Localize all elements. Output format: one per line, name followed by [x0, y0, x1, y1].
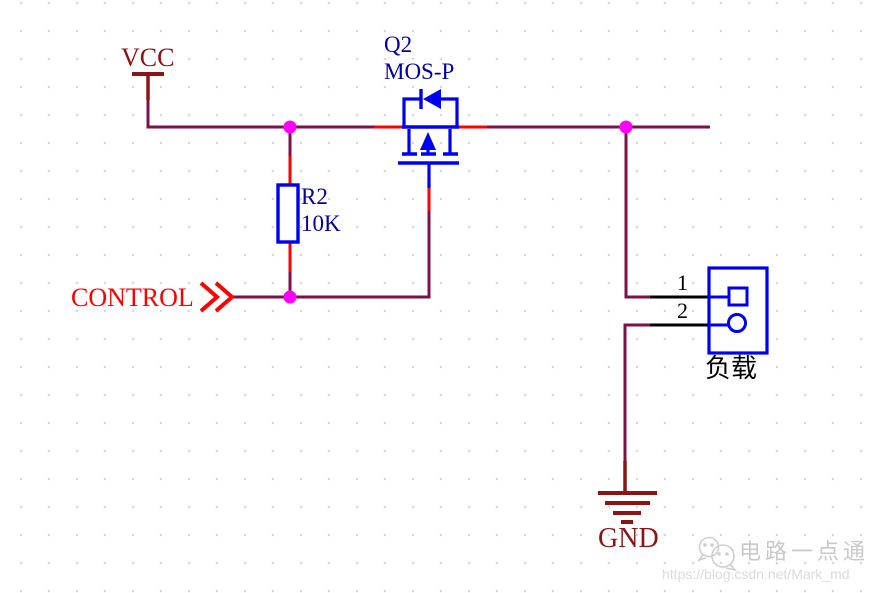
mosfet-part-label: MOS-P: [384, 59, 455, 84]
resistor-designator: R2: [301, 184, 328, 209]
mosfet-q2-symbol: [398, 89, 459, 188]
control-port-label: CONTROL: [71, 283, 194, 312]
vcc-label: VCC: [121, 43, 175, 72]
gnd-power-symbol-icon: [598, 461, 657, 524]
body-diode-arrow-icon: [423, 89, 441, 109]
watermark-brand: 电路一点通: [739, 539, 870, 564]
connector-pin2-number: 2: [677, 298, 688, 323]
load-connector-symbol: [707, 266, 769, 355]
junction-dots: [283, 120, 633, 304]
mosfet-designator: Q2: [384, 32, 413, 57]
load-connector-label: 负载: [705, 353, 758, 383]
connector-pin2-circle-icon: [727, 313, 747, 333]
connector-pin1-square-icon: [727, 286, 749, 307]
control-port-chevron-icon: [199, 281, 236, 313]
wire-net: [146, 99, 710, 463]
component-pins: [288, 125, 487, 272]
wechat-icon: [696, 536, 738, 572]
resistor-r2-symbol: [276, 183, 300, 244]
watermark-url: https://blog.csdn.net/Mark_md: [662, 566, 850, 582]
gnd-label: GND: [598, 523, 659, 554]
resistor-value: 10K: [301, 211, 341, 236]
vcc-power-symbol-icon: [132, 72, 164, 100]
bulk-arrow-icon: [420, 132, 436, 150]
connector-pin-stubs: [650, 295, 709, 327]
connector-pin1-number: 1: [677, 270, 688, 295]
